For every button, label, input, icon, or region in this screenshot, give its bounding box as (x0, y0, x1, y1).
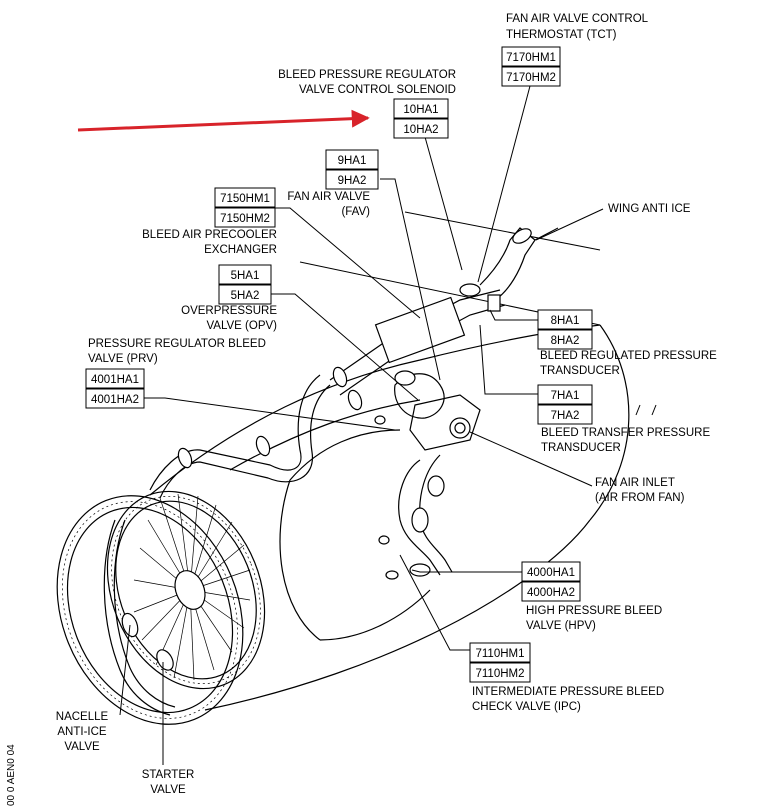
svg-text:7170HM1: 7170HM1 (506, 52, 556, 64)
box-group-brpt: 8HA1 8HA2 (537, 309, 593, 350)
svg-text:7150HM1: 7150HM1 (220, 193, 270, 205)
svg-text:TRANSDUCER: TRANSDUCER (540, 365, 620, 377)
svg-text:BLEED AIR PRECOOLER: BLEED AIR PRECOOLER (142, 229, 277, 241)
svg-text:VALVE (HPV): VALVE (HPV) (526, 620, 596, 632)
svg-text:INTERMEDIATE PRESSURE BLEED: INTERMEDIATE PRESSURE BLEED (472, 686, 664, 698)
box-group-tct: 7170HM1 7170HM2 (501, 46, 561, 87)
svg-text:8HA1: 8HA1 (551, 315, 580, 327)
svg-text:VALVE (PRV): VALVE (PRV) (88, 353, 158, 365)
svg-text:4000HA1: 4000HA1 (527, 567, 575, 579)
svg-text:4001HA1: 4001HA1 (91, 374, 139, 386)
svg-text:TRANSDUCER: TRANSDUCER (541, 442, 621, 454)
svg-text:PRESSURE REGULATOR BLEED: PRESSURE REGULATOR BLEED (88, 338, 266, 350)
box-group-ipc: 7110HM1 7110HM2 (469, 642, 531, 683)
box-group-btpt: 7HA1 7HA2 (537, 384, 593, 425)
box-group-precooler: 7150HM1 7150HM2 (214, 187, 276, 228)
label-precooler: BLEED AIR PRECOOLER EXCHANGER (142, 229, 277, 256)
box-group-fav: 9HA1 9HA2 (325, 149, 379, 190)
svg-text:FAN AIR INLET: FAN AIR INLET (595, 477, 675, 489)
svg-text:VALVE CONTROL SOLENOID: VALVE CONTROL SOLENOID (299, 84, 456, 96)
svg-text:8HA2: 8HA2 (551, 335, 580, 347)
label-nacelle-anti-ice: NACELLE ANTI-ICE VALVE (56, 711, 109, 753)
svg-text:HIGH PRESSURE BLEED: HIGH PRESSURE BLEED (526, 605, 662, 617)
svg-text:4000HA2: 4000HA2 (527, 587, 575, 599)
red-pointer-arrow (77, 109, 370, 132)
svg-text:OVERPRESSURE: OVERPRESSURE (181, 305, 277, 317)
leader-lines (119, 85, 604, 765)
label-fan-inlet: FAN AIR INLET (AIR FROM FAN) (595, 477, 685, 504)
svg-text:BLEED PRESSURE REGULATOR: BLEED PRESSURE REGULATOR (278, 69, 456, 81)
svg-text:FAN AIR VALVE: FAN AIR VALVE (287, 191, 370, 203)
label-fav: FAN AIR VALVE (FAV) (287, 191, 370, 218)
svg-text:FAN AIR VALVE CONTROL: FAN AIR VALVE CONTROL (506, 13, 649, 25)
label-prv: PRESSURE REGULATOR BLEED VALVE (PRV) (88, 338, 266, 365)
label-brpt: BLEED REGULATED PRESSURE TRANSDUCER (540, 350, 717, 377)
svg-text:BLEED REGULATED PRESSURE: BLEED REGULATED PRESSURE (540, 350, 717, 362)
svg-text:4001HA2: 4001HA2 (91, 394, 139, 406)
svg-text:THERMOSTAT (TCT): THERMOSTAT (TCT) (506, 29, 617, 41)
label-btpt: BLEED TRANSFER PRESSURE TRANSDUCER (541, 427, 710, 454)
label-wing-anti-ice: WING ANTI ICE (608, 203, 691, 215)
svg-text:(FAV): (FAV) (341, 206, 370, 218)
svg-text:WING ANTI ICE: WING ANTI ICE (608, 203, 691, 215)
box-group-prv: 4001HA1 4001HA2 (85, 368, 145, 409)
box-group-opv: 5HA1 5HA2 (218, 264, 272, 305)
svg-text:7110HM2: 7110HM2 (475, 668, 524, 680)
label-bprv-solenoid: BLEED PRESSURE REGULATOR VALVE CONTROL S… (278, 69, 456, 96)
svg-text:7HA2: 7HA2 (551, 410, 580, 422)
svg-text:CHECK VALVE (IPC): CHECK VALVE (IPC) (472, 701, 581, 713)
label-opv: OVERPRESSURE VALVE (OPV) (181, 305, 277, 332)
svg-text:7110HM1: 7110HM1 (475, 648, 524, 660)
svg-text:9HA2: 9HA2 (338, 175, 367, 187)
svg-text:VALVE (OPV): VALVE (OPV) (206, 320, 277, 332)
svg-text:BLEED TRANSFER PRESSURE: BLEED TRANSFER PRESSURE (541, 427, 710, 439)
svg-text:NACELLE: NACELLE (56, 711, 109, 723)
svg-text:10HA1: 10HA1 (403, 104, 438, 116)
svg-text:(AIR FROM FAN): (AIR FROM FAN) (595, 492, 685, 504)
reference-code: 00 0 AEN0 04 (6, 744, 17, 806)
svg-text:9HA1: 9HA1 (338, 155, 367, 167)
box-group-hpv: 4000HA1 4000HA2 (521, 561, 581, 602)
svg-text:7150HM2: 7150HM2 (220, 213, 270, 225)
label-hpv: HIGH PRESSURE BLEED VALVE (HPV) (526, 605, 662, 632)
svg-text:10HA2: 10HA2 (403, 124, 438, 136)
svg-text:7HA1: 7HA1 (551, 390, 580, 402)
svg-text:VALVE: VALVE (150, 784, 186, 796)
label-starter: STARTER VALVE (142, 769, 195, 796)
svg-text:EXCHANGER: EXCHANGER (204, 244, 277, 256)
svg-text:STARTER: STARTER (142, 769, 195, 781)
svg-text:5HA1: 5HA1 (231, 270, 260, 282)
label-ipc: INTERMEDIATE PRESSURE BLEED CHECK VALVE … (472, 686, 664, 713)
svg-text:ANTI-ICE: ANTI-ICE (57, 726, 107, 738)
engine-nacelle-drawing (56, 211, 657, 725)
box-group-bprv-solenoid: 10HA1 10HA2 (393, 98, 449, 139)
svg-text:VALVE: VALVE (64, 741, 100, 753)
svg-text:5HA2: 5HA2 (231, 290, 260, 302)
label-tct: FAN AIR VALVE CONTROL THERMOSTAT (TCT) (506, 13, 649, 41)
svg-text:7170HM2: 7170HM2 (506, 72, 556, 84)
